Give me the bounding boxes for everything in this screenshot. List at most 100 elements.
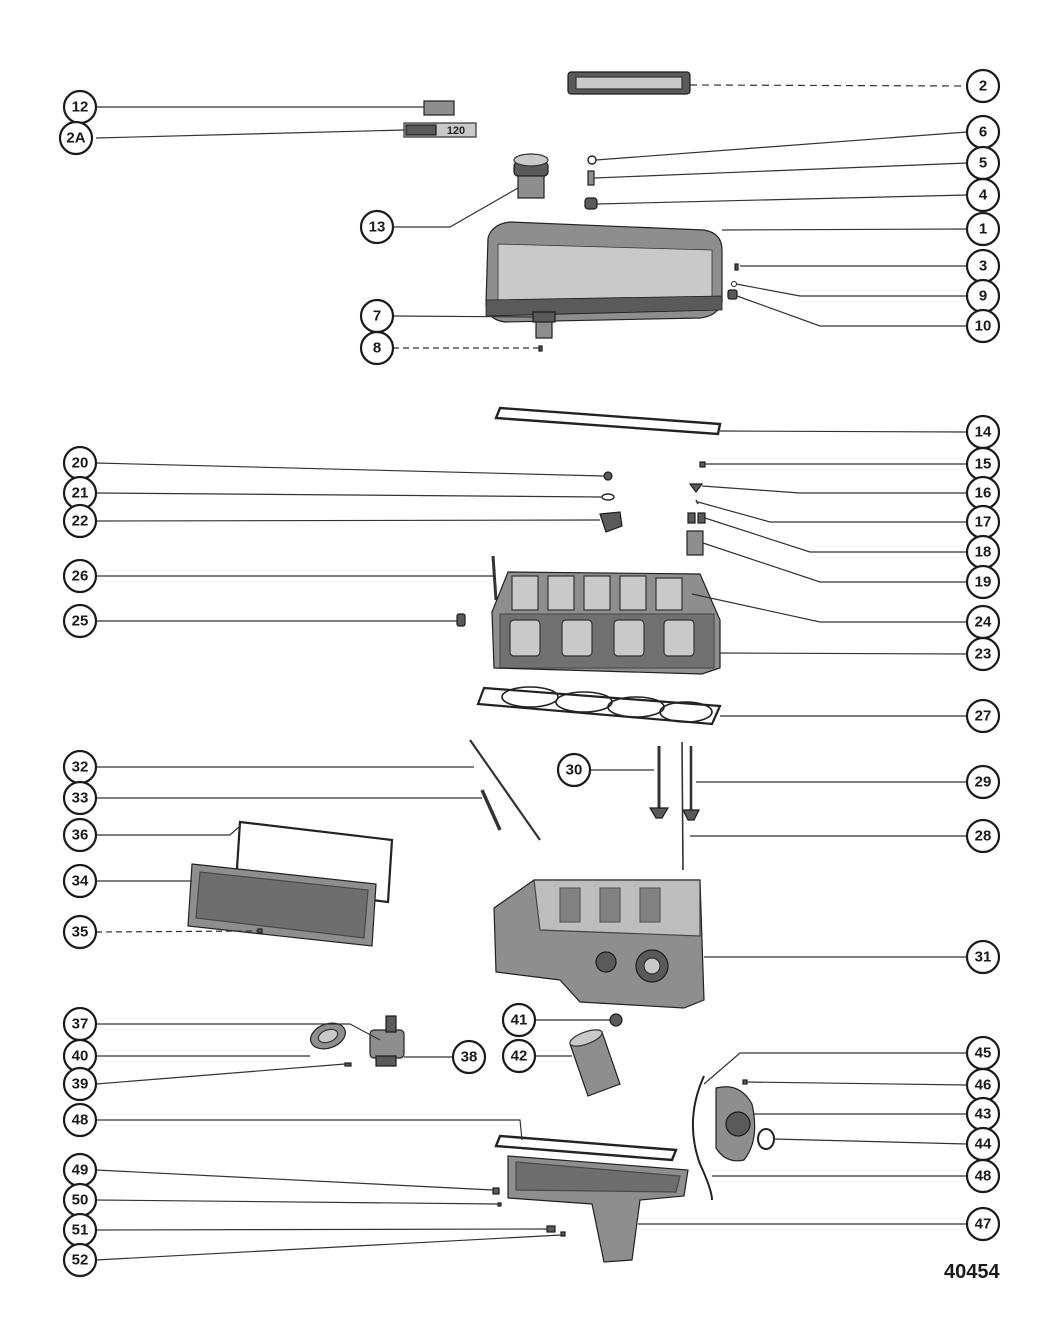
- part-rocker-arm-22: [599, 511, 623, 533]
- part-oil-filler-cap: [513, 153, 549, 199]
- leader-lines: [95, 84, 968, 1261]
- callout-2a: 2A: [58, 120, 94, 156]
- callout-42: 42: [501, 1038, 537, 1074]
- callout-44: 44: [965, 1126, 1001, 1162]
- part-screw-46: [742, 1079, 748, 1085]
- svg-text:18: 18: [975, 544, 992, 561]
- svg-text:41: 41: [511, 1012, 528, 1029]
- svg-text:6: 6: [979, 124, 987, 141]
- svg-text:20: 20: [72, 455, 89, 472]
- part-grommet-4: [584, 197, 598, 210]
- svg-text:48: 48: [72, 1112, 89, 1129]
- svg-text:22: 22: [72, 513, 89, 530]
- part-rocker-cover: [485, 221, 723, 323]
- callout-15: 15: [965, 446, 1001, 482]
- svg-text:36: 36: [72, 827, 89, 844]
- svg-text:24: 24: [975, 614, 992, 631]
- part-ball-16: [688, 483, 704, 493]
- svg-text:17: 17: [975, 514, 992, 531]
- part-seal-44: [757, 1128, 775, 1150]
- callout-20: 20: [62, 445, 98, 481]
- callout-31: 31: [965, 939, 1001, 975]
- callout-8: 8: [359, 330, 395, 366]
- figure-number: 40454: [944, 1261, 1000, 1283]
- callout-33: 33: [62, 780, 98, 816]
- svg-text:32: 32: [72, 759, 89, 776]
- svg-text:37: 37: [72, 1016, 89, 1033]
- svg-text:25: 25: [72, 613, 89, 630]
- part-illustrations: 120: [187, 71, 775, 1263]
- part-washer-9: [731, 281, 737, 287]
- callout-49: 49: [62, 1152, 98, 1188]
- svg-text:4: 4: [979, 187, 988, 204]
- callout-4: 4: [965, 177, 1001, 213]
- callout-35: 35: [62, 914, 98, 950]
- svg-text:28: 28: [975, 828, 992, 845]
- callout-23: 23: [965, 636, 1001, 672]
- svg-text:12: 12: [72, 99, 89, 116]
- callout-29: 29: [965, 764, 1001, 800]
- svg-text:14: 14: [975, 424, 992, 441]
- callout-22: 22: [62, 503, 98, 539]
- part-valve-spring-19: [686, 530, 704, 556]
- callout-34: 34: [62, 863, 98, 899]
- callout-30: 30: [556, 752, 592, 788]
- part-screw-35: [257, 928, 263, 934]
- svg-text:19: 19: [975, 574, 992, 591]
- callout-40: 40: [62, 1038, 98, 1074]
- part-pcv-valve: [532, 311, 556, 339]
- svg-text:44: 44: [975, 1136, 992, 1153]
- callout-21: 21: [62, 475, 98, 511]
- callout-19: 19: [965, 564, 1001, 600]
- part-pump-screen: [309, 1022, 347, 1050]
- svg-text:10: 10: [975, 318, 992, 335]
- callout-14: 14: [965, 414, 1001, 450]
- svg-text:30: 30: [566, 762, 583, 779]
- svg-text:38: 38: [461, 1049, 478, 1066]
- part-badge: 120: [403, 122, 477, 138]
- part-washer-6: [587, 155, 597, 165]
- svg-text:9: 9: [979, 288, 987, 305]
- callout-50: 50: [62, 1182, 98, 1218]
- callout-3: 3: [965, 248, 1001, 284]
- svg-text:16: 16: [975, 485, 992, 502]
- svg-text:43: 43: [975, 1106, 992, 1123]
- callouts: 2 12 2A 6 5 4 13 1 3 9 7 10 8 14 20 15 2…: [58, 68, 1001, 1278]
- callout-38: 38: [451, 1039, 487, 1075]
- svg-text:49: 49: [72, 1162, 89, 1179]
- part-name-plate: [567, 71, 691, 95]
- svg-text:39: 39: [72, 1076, 89, 1093]
- svg-text:29: 29: [975, 774, 992, 791]
- part-keepers-18: [687, 512, 706, 524]
- part-timing-cover: [715, 1086, 756, 1162]
- callout-27: 27: [965, 698, 1001, 734]
- part-plug-25: [456, 613, 466, 627]
- part-side-cover: [187, 863, 377, 947]
- callout-12: 12: [62, 89, 98, 125]
- svg-text:50: 50: [72, 1192, 89, 1209]
- svg-text:51: 51: [72, 1222, 89, 1239]
- callout-36: 36: [62, 817, 98, 853]
- part-plug-51: [546, 1225, 556, 1233]
- callout-26: 26: [62, 558, 98, 594]
- part-nut-15: [699, 461, 706, 468]
- badge-text: 120: [447, 125, 465, 137]
- part-oil-pan: [507, 1155, 689, 1263]
- svg-text:42: 42: [511, 1048, 528, 1065]
- part-fitting-41: [609, 1013, 623, 1027]
- callout-46: 46: [965, 1067, 1001, 1103]
- callout-9: 9: [965, 278, 1001, 314]
- callout-17: 17: [965, 504, 1001, 540]
- callout-47: 47: [965, 1206, 1001, 1242]
- svg-text:33: 33: [72, 790, 89, 807]
- part-rod-17: [695, 499, 699, 505]
- part-stud-28: [681, 741, 684, 871]
- part-oil-pump: [369, 1015, 405, 1067]
- callout-48-right: 48: [965, 1158, 1001, 1194]
- part-head-gasket: [476, 686, 722, 726]
- svg-text:26: 26: [72, 568, 89, 585]
- svg-text:35: 35: [72, 924, 89, 941]
- callout-10: 10: [965, 308, 1001, 344]
- part-gasket-50: [497, 1202, 502, 1207]
